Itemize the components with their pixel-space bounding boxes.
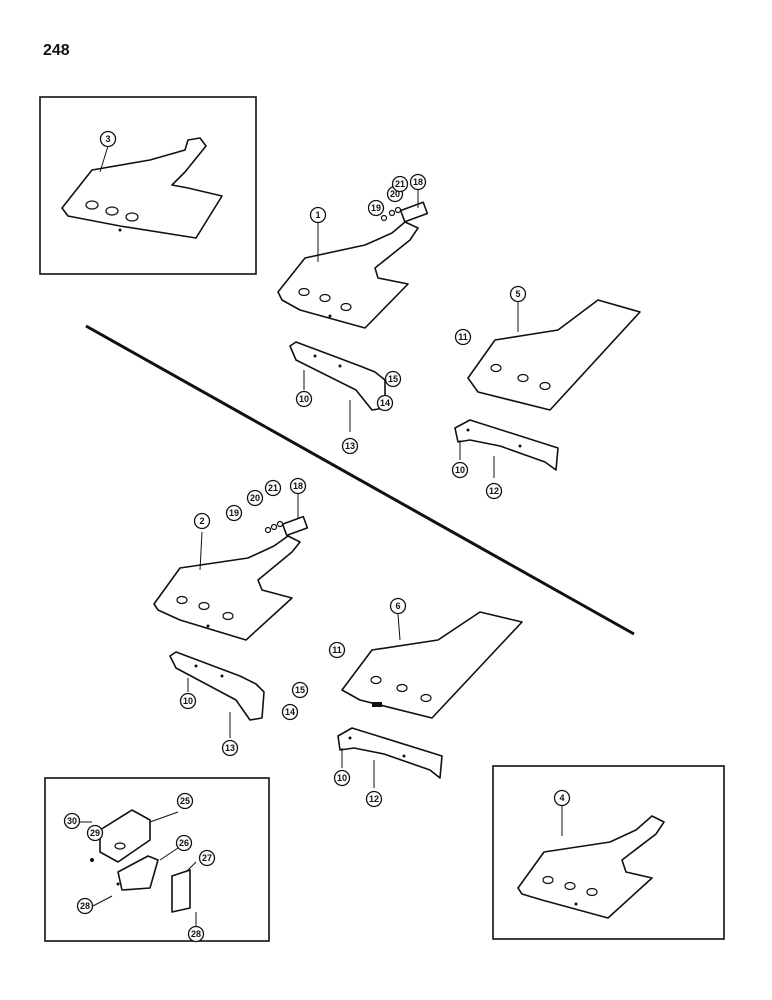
- callout-5: 5: [509, 285, 527, 303]
- fender-plate-6: [341, 611, 523, 719]
- svg-text:14: 14: [380, 398, 390, 408]
- svg-text:15: 15: [295, 685, 305, 695]
- callout-12: 12: [485, 482, 503, 500]
- fender-plate-3: [61, 137, 223, 239]
- callout-3: 3: [99, 130, 117, 148]
- step-assembly-25: [90, 809, 197, 928]
- svg-text:20: 20: [390, 189, 400, 199]
- fender-plate-1: [277, 190, 429, 329]
- callout-10: 10: [451, 461, 469, 479]
- bracket-10-upper-left: [289, 341, 386, 432]
- callout-29: 29: [86, 824, 104, 842]
- page-number: 248: [43, 42, 70, 59]
- inset-box-part-4: [492, 765, 725, 940]
- callout-19: 19: [225, 504, 243, 522]
- svg-text:13: 13: [225, 743, 235, 753]
- svg-text:21: 21: [395, 179, 405, 189]
- bracket-10-upper-right: [454, 419, 559, 478]
- callout-19: 19: [367, 199, 385, 217]
- callout-28: 28: [187, 925, 205, 943]
- callout-13: 13: [341, 437, 359, 455]
- callout-1: 1: [309, 206, 327, 224]
- fender-plate-5: [467, 299, 641, 411]
- svg-text:10: 10: [337, 773, 347, 783]
- callout-2: 2: [193, 512, 211, 530]
- bracket-10-lower-right: [337, 727, 443, 788]
- svg-text:1: 1: [315, 210, 320, 220]
- callout-12: 12: [365, 790, 383, 808]
- svg-text:27: 27: [202, 853, 212, 863]
- svg-text:10: 10: [183, 696, 193, 706]
- svg-text:3: 3: [105, 134, 110, 144]
- bracket-10-lower-left: [169, 651, 265, 738]
- svg-text:26: 26: [179, 838, 189, 848]
- callout-15: 15: [384, 370, 402, 388]
- callout-14: 14: [376, 394, 394, 412]
- svg-text:18: 18: [293, 481, 303, 491]
- svg-text:25: 25: [180, 796, 190, 806]
- svg-text:19: 19: [371, 203, 381, 213]
- svg-text:12: 12: [369, 794, 379, 804]
- callout-10: 10: [333, 769, 351, 787]
- callout-26: 26: [175, 834, 193, 852]
- divider-line: [85, 324, 635, 636]
- callout-15: 15: [291, 681, 309, 699]
- svg-text:10: 10: [455, 465, 465, 475]
- fender-plate-4: [517, 806, 665, 919]
- svg-text:15: 15: [388, 374, 398, 384]
- callout-27: 27: [198, 849, 216, 867]
- svg-text:29: 29: [90, 828, 100, 838]
- svg-text:11: 11: [332, 645, 342, 655]
- callout-25: 25: [176, 792, 194, 810]
- callout-18: 18: [409, 173, 427, 191]
- svg-text:21: 21: [268, 483, 278, 493]
- inset-box-parts-25-30: [44, 777, 270, 942]
- svg-text:2: 2: [199, 516, 204, 526]
- callout-20: 20: [246, 489, 264, 507]
- callout-30: 30: [63, 812, 81, 830]
- svg-text:18: 18: [413, 177, 423, 187]
- callout-11: 11: [454, 328, 472, 346]
- svg-text:19: 19: [229, 508, 239, 518]
- svg-text:30: 30: [67, 816, 77, 826]
- callout-21: 21: [264, 479, 282, 497]
- svg-text:28: 28: [191, 929, 201, 939]
- svg-text:28: 28: [80, 901, 90, 911]
- svg-text:5: 5: [515, 289, 520, 299]
- fender-plate-2: [153, 494, 309, 641]
- svg-text:14: 14: [285, 707, 295, 717]
- callout-14: 14: [281, 703, 299, 721]
- callout-6: 6: [389, 597, 407, 615]
- svg-text:12: 12: [489, 486, 499, 496]
- inset-box-part-3: [39, 96, 257, 275]
- svg-text:10: 10: [299, 394, 309, 404]
- callout-18: 18: [289, 477, 307, 495]
- callout-28: 28: [76, 897, 94, 915]
- callout-10: 10: [295, 390, 313, 408]
- svg-text:6: 6: [395, 601, 400, 611]
- callout-21: 21: [391, 175, 409, 193]
- svg-text:20: 20: [250, 493, 260, 503]
- leader-28: [92, 895, 113, 907]
- svg-text:13: 13: [345, 441, 355, 451]
- callout-11: 11: [328, 641, 346, 659]
- callout-13: 13: [221, 739, 239, 757]
- svg-text:11: 11: [458, 332, 468, 342]
- callout-4: 4: [553, 789, 571, 807]
- callout-10: 10: [179, 692, 197, 710]
- svg-text:4: 4: [559, 793, 564, 803]
